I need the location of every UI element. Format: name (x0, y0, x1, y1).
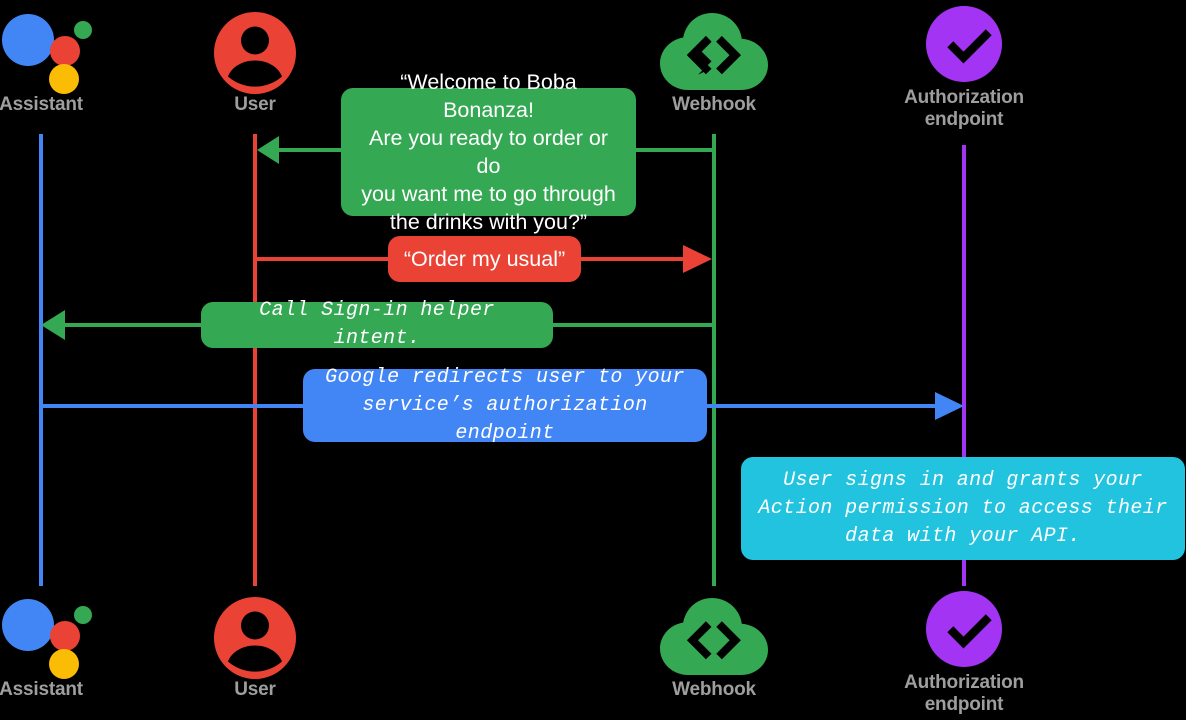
actor-label-assistant: Assistant (0, 679, 83, 700)
lifeline-webhook (712, 134, 716, 586)
message-arrowhead-order (683, 245, 712, 273)
actor-webhook-top: Webhook (619, 8, 809, 116)
lifeline-assistant (39, 134, 43, 586)
message-text-signin: Call Sign-in helper intent. (259, 299, 495, 350)
actor-label-assistant: Assistant (0, 94, 83, 115)
user-avatar-icon (160, 593, 350, 679)
user-avatar-icon (160, 8, 350, 94)
actor-authorization-bottom: Authorization endpoint (869, 586, 1059, 716)
lifeline-user (253, 134, 257, 586)
purple-check-circle-icon (869, 586, 1059, 672)
actor-label-authorization: Authorization endpoint (904, 87, 1024, 130)
message-bubble-redirect: Google redirects user to your service’s … (303, 366, 707, 445)
message-text-signin-grant: User signs in and grants your Action per… (758, 468, 1168, 548)
cloud-code-icon (619, 8, 809, 94)
message-text-welcome: “Welcome to Boba Bonanza! Are you ready … (361, 70, 616, 234)
message-text-order: “Order my usual” (403, 247, 566, 271)
message-arrowhead-signin (41, 310, 65, 340)
google-assistant-icon (0, 8, 136, 94)
actor-user-bottom: User (160, 593, 350, 701)
actor-label-webhook: Webhook (672, 679, 756, 700)
message-arrowhead-welcome (257, 136, 279, 164)
purple-check-circle-icon (869, 1, 1059, 87)
actor-assistant-bottom: Assistant (0, 593, 136, 701)
actor-label-authorization: Authorization endpoint (904, 672, 1024, 715)
message-text-redirect: Google redirects user to your service’s … (325, 365, 685, 445)
actor-user-top: User (160, 8, 350, 116)
actor-label-user: User (234, 94, 276, 115)
message-bubble-order: “Order my usual” (388, 236, 581, 282)
lifeline-authorization (962, 145, 966, 586)
actor-assistant-top: Assistant (0, 8, 136, 116)
message-bubble-signin: Call Sign-in helper intent. (201, 299, 553, 350)
message-bubble-signin-grant: User signs in and grants your Action per… (741, 457, 1185, 560)
google-assistant-icon (0, 593, 136, 679)
actor-webhook-bottom: Webhook (619, 593, 809, 701)
actor-authorization-top: Authorization endpoint (869, 1, 1059, 131)
cloud-code-icon (619, 593, 809, 679)
message-bubble-welcome: “Welcome to Boba Bonanza! Are you ready … (341, 70, 636, 234)
actor-label-webhook: Webhook (672, 94, 756, 115)
message-arrowhead-redirect (935, 392, 964, 420)
actor-label-user: User (234, 679, 276, 700)
